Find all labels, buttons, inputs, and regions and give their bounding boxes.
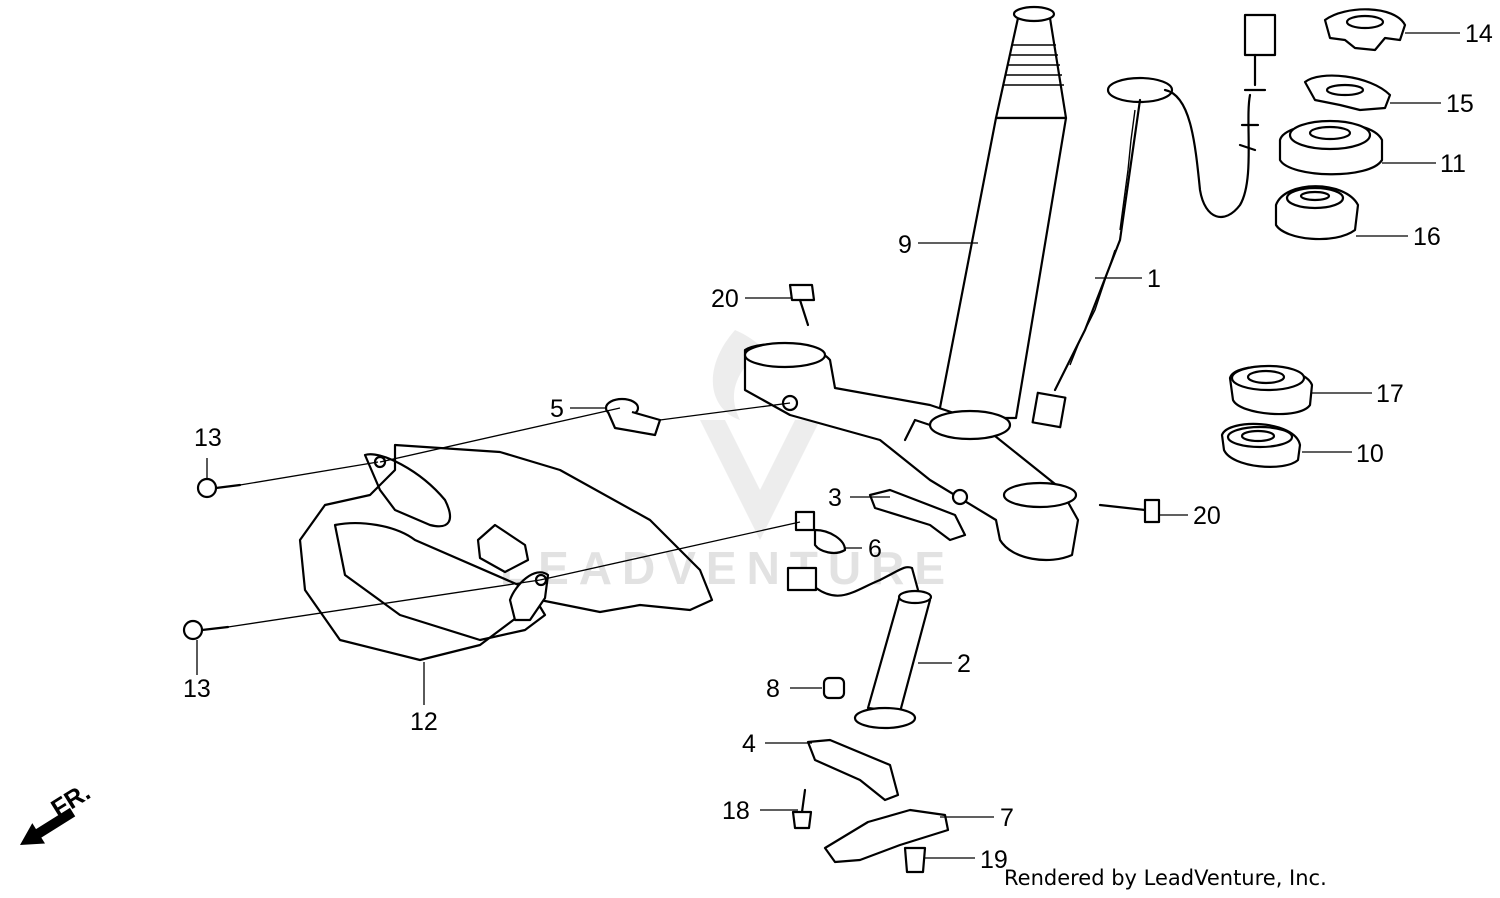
cover-12 [298,443,714,662]
callout-10: 10 [1356,440,1384,468]
callout-11: 11 [1440,150,1466,178]
callout-13-upper: 13 [194,424,222,452]
callout-5: 5 [550,395,564,423]
callout-7: 7 [1000,804,1014,832]
callout-1: 1 [1147,265,1161,293]
adjusting-nut-11 [1278,119,1384,176]
bracket-3 [868,488,967,542]
switch-2 [786,566,933,730]
screw-18 [791,788,813,830]
bolt-13-upper [196,477,242,499]
callout-17: 17 [1376,380,1404,408]
front-arrow-icon [20,807,76,845]
bearing-race-10 [1220,422,1302,468]
callout-12: 12 [410,708,438,736]
bearing-17 [1228,364,1314,416]
callout-4: 4 [742,730,756,758]
cap-8 [822,676,846,700]
callout-18: 18 [722,797,750,825]
callout-6: 6 [868,535,882,563]
credit-text: Rendered by LeadVenture, Inc. [1004,866,1327,890]
steering-stem [936,5,1068,420]
callout-13-lower: 13 [183,675,211,703]
wiring-harness-1 [1031,13,1277,429]
front-label: FR. [46,778,95,823]
callout-9: 9 [898,231,912,259]
dust-seal-16 [1274,185,1360,241]
bolt-13-lower [182,619,230,641]
plate-4 [806,738,900,802]
callout-2: 2 [957,650,971,678]
watermark-text: LEADVENTURE [500,542,955,594]
callout-15: 15 [1446,90,1474,118]
callout-20-right: 20 [1193,502,1221,530]
callout-8: 8 [766,675,780,703]
callout-16: 16 [1413,223,1441,251]
callout-14: 14 [1465,20,1493,48]
assembly-lines [227,402,801,628]
callout-leaders [196,32,1460,859]
bolt-20-right [1098,498,1161,524]
clamp-6 [794,510,847,554]
callout-3: 3 [828,484,842,512]
screw-19 [903,846,927,874]
bolt-20-upper [788,283,816,327]
lock-nut-14 [1323,8,1407,52]
plate-7 [823,808,950,864]
callout-19: 19 [980,846,1008,874]
callout-20-upper: 20 [711,285,739,313]
watermark-logo [700,330,820,540]
clamp-5 [604,397,662,437]
lock-washer-15 [1303,74,1392,112]
